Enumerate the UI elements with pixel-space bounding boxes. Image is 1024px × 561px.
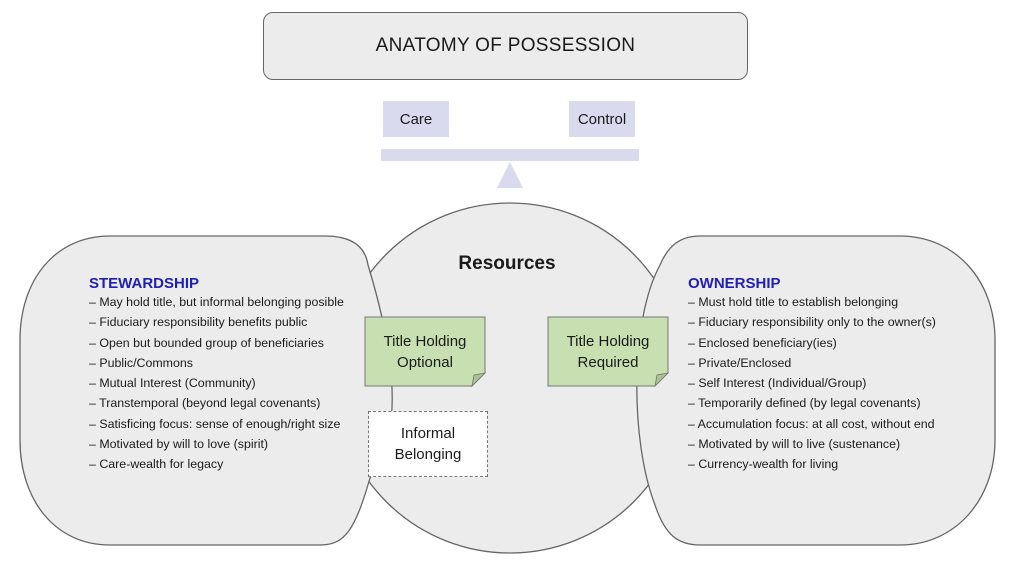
- note-line: Informal: [400, 425, 456, 442]
- list-item: – Fiduciary responsibility benefits publ…: [89, 315, 308, 330]
- list-item: – Private/Enclosed: [688, 355, 792, 370]
- title-holding-required-note: Title Holding Required: [548, 317, 668, 386]
- stewardship-list: – May hold title, but informal belonging…: [89, 292, 344, 475]
- list-item: – Motivated by will to live (sustenance): [688, 437, 901, 452]
- informal-belonging-box: Informal Belonging: [368, 411, 488, 477]
- list-item: – Accumulation focus: at all cost, witho…: [688, 416, 935, 431]
- title-holding-optional-note: Title Holding Optional: [365, 317, 485, 386]
- note-line: Optional: [397, 353, 453, 371]
- diagram-title: ANATOMY OF POSSESSION: [263, 12, 748, 80]
- stewardship-title: STEWARDSHIP: [89, 275, 200, 292]
- ownership-list: – Must hold title to establish belonging…: [688, 292, 936, 475]
- note-required-fold: [654, 372, 670, 388]
- ownership-shape: [636, 235, 996, 546]
- list-item: – Fiduciary responsibility only to the o…: [688, 315, 936, 330]
- list-item: – Care-wealth for legacy: [89, 457, 224, 472]
- control-label: Control: [569, 101, 635, 137]
- list-item: – Currency-wealth for living: [688, 457, 839, 472]
- note-line: Required: [577, 353, 639, 371]
- note-line: Belonging: [394, 446, 462, 463]
- list-item: – Enclosed beneficiary(ies): [688, 335, 837, 350]
- list-item: – Mutual Interest (Community): [89, 376, 256, 391]
- note-optional-fold: [471, 372, 487, 388]
- resources-label: Resources: [458, 253, 556, 274]
- care-label: Care: [383, 101, 449, 137]
- ownership-title: OWNERSHIP: [688, 275, 781, 292]
- list-item: – Motivated by will to love (spirit): [89, 437, 269, 452]
- note-line: Title Holding: [566, 332, 650, 350]
- list-item: – Transtemporal (beyond legal covenants): [89, 396, 321, 411]
- list-item: – May hold title, but informal belonging…: [89, 295, 344, 309]
- list-item: – Satisficing focus: sense of enough/rig…: [89, 416, 341, 431]
- note-line: Title Holding: [383, 332, 467, 350]
- list-item: – Temporarily defined (by legal covenant…: [688, 396, 921, 411]
- stewardship-shape: [19, 235, 393, 546]
- list-item: – Must hold title to establish belonging: [688, 295, 899, 309]
- list-item: – Public/Commons: [89, 355, 193, 370]
- list-item: – Self Interest (Individual/Group): [688, 376, 867, 391]
- fulcrum-icon: [497, 162, 523, 188]
- list-item: – Open but bounded group of beneficiarie…: [89, 335, 324, 350]
- scale-beam: [381, 149, 639, 161]
